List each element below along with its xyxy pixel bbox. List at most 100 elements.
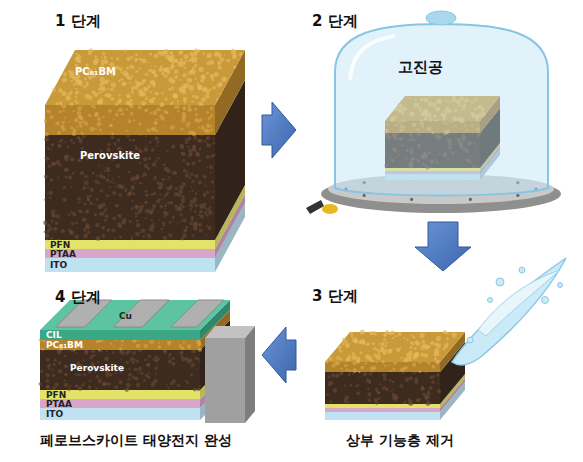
texture-dot [335, 374, 340, 379]
texture-dot [174, 171, 177, 174]
texture-dot [64, 373, 67, 376]
texture-dot [84, 351, 88, 355]
texture-dot [46, 137, 50, 141]
texture-dot [146, 145, 148, 147]
plate-hole [516, 194, 519, 197]
texture-dot [115, 103, 118, 106]
texture-dot [201, 74, 206, 79]
texture-dot [134, 182, 136, 184]
texture-dot [435, 360, 440, 365]
texture-dot [182, 73, 187, 78]
layer-front [325, 372, 440, 404]
texture-dot [131, 238, 133, 240]
texture-dot [65, 141, 67, 143]
step-caption: 고진공 [398, 58, 443, 77]
texture-dot [168, 176, 170, 178]
texture-dot [212, 154, 215, 157]
texture-dot [92, 172, 95, 175]
texture-dot [198, 127, 200, 129]
texture-dot [63, 143, 65, 145]
texture-dot [58, 351, 62, 355]
texture-dot [167, 201, 170, 204]
texture-dot [44, 120, 47, 123]
texture-dot [195, 174, 199, 178]
texture-dot [112, 191, 116, 195]
texture-dot [158, 342, 160, 344]
texture-dot [112, 178, 114, 180]
texture-dot [134, 145, 136, 147]
texture-dot [154, 136, 159, 141]
texture-dot [217, 61, 221, 65]
texture-dot [139, 206, 143, 210]
valve-pipe [306, 200, 324, 214]
texture-dot [74, 118, 79, 123]
texture-dot [69, 121, 71, 123]
texture-dot [59, 89, 61, 91]
texture-dot [96, 175, 98, 177]
texture-dot [185, 173, 190, 178]
water-splash [478, 270, 560, 336]
texture-dot [163, 236, 167, 240]
texture-dot [191, 219, 193, 221]
texture-dot [182, 84, 187, 89]
texture-dot [133, 119, 136, 122]
texture-dot [349, 384, 352, 387]
texture-dot [434, 353, 437, 356]
texture-dot [391, 348, 393, 350]
texture-dot [203, 86, 207, 90]
texture-dot [168, 77, 173, 82]
texture-dot [72, 172, 75, 175]
texture-dot [179, 185, 184, 190]
texture-dot [71, 222, 75, 226]
texture-dot [156, 119, 158, 121]
texture-dot [356, 391, 360, 395]
texture-dot [141, 229, 146, 234]
texture-dot [128, 102, 133, 107]
texture-dot [183, 169, 187, 173]
texture-dot [131, 90, 134, 93]
texture-dot [198, 67, 203, 72]
texture-dot [106, 179, 110, 183]
texture-dot [188, 153, 192, 157]
texture-dot [173, 220, 175, 222]
texture-dot [132, 351, 136, 355]
texture-dot [196, 152, 201, 157]
texture-dot [143, 87, 146, 90]
water-splash [452, 258, 566, 365]
texture-dot [123, 82, 126, 85]
texture-dot [360, 352, 363, 355]
texture-dot [169, 51, 173, 55]
layer-front [45, 105, 215, 135]
texture-dot [195, 153, 198, 156]
texture-dot [46, 373, 50, 377]
texture-dot [89, 379, 92, 382]
texture-dot [152, 162, 157, 167]
texture-dot [108, 109, 112, 113]
texture-dot [84, 175, 88, 179]
texture-dot [94, 213, 97, 216]
texture-dot [105, 214, 109, 218]
texture-dot [161, 92, 163, 94]
texture-dot [145, 209, 149, 213]
texture-dot [207, 55, 210, 58]
texture-dot [182, 159, 185, 162]
water-drop [467, 337, 473, 343]
texture-dot [51, 210, 56, 215]
texture-dot [398, 333, 400, 335]
layer-label: Cu [119, 311, 132, 321]
texture-dot [189, 358, 193, 362]
texture-dot [171, 86, 174, 89]
texture-dot [104, 357, 109, 362]
layer-front [45, 249, 215, 258]
texture-dot [111, 135, 115, 139]
texture-dot [421, 339, 425, 343]
texture-dot [211, 196, 215, 200]
texture-dot [381, 346, 383, 348]
texture-dot [47, 193, 49, 195]
texture-dot [352, 368, 357, 373]
texture-dot [344, 384, 346, 386]
texture-dot [51, 143, 55, 147]
texture-dot [171, 144, 175, 148]
texture-dot [392, 396, 395, 399]
texture-dot [346, 369, 348, 371]
